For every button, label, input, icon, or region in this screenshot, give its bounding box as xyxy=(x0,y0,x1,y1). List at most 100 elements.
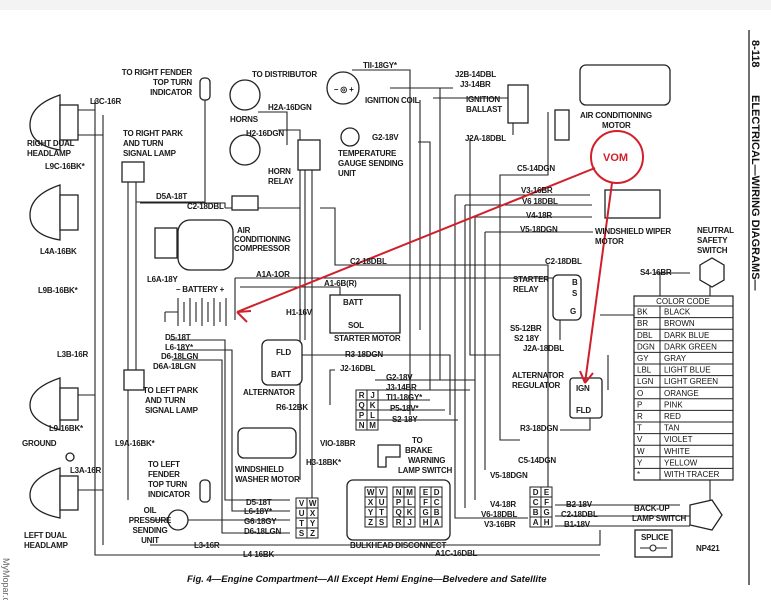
splice-legend-box xyxy=(634,529,673,558)
wire-label: V3-16BR xyxy=(484,520,516,529)
connector-pin-label: E xyxy=(423,488,429,497)
wire-label: L6-18Y* xyxy=(165,343,194,352)
wire-label: B2-18V xyxy=(566,500,593,509)
connector-pin-label: G xyxy=(422,508,428,517)
connector-pin-label: B xyxy=(434,508,440,517)
label-battery: – BATTERY + xyxy=(176,285,225,294)
label-backup-switch: BACK-UP xyxy=(634,504,670,513)
wire-label: V4-18R xyxy=(490,500,516,509)
wire-label: S2-18Y xyxy=(392,415,418,424)
wire-label: L9B-16BK* xyxy=(38,286,79,295)
color-code-name: TAN xyxy=(664,424,680,433)
color-code-name: DARK BLUE xyxy=(664,331,709,340)
connector-pin-label: Q xyxy=(395,508,401,517)
wire-label: L3-16R xyxy=(194,541,220,550)
color-code-abbrev: W xyxy=(637,447,645,456)
ignition-ballast xyxy=(507,84,529,124)
splice-symbol-icon xyxy=(640,544,667,552)
wire-label: G2-18V xyxy=(372,133,399,142)
color-code-abbrev: Y xyxy=(637,458,643,467)
coil-terminal-marks: – ◎ + xyxy=(334,85,354,94)
label-horn-relay: RELAY xyxy=(268,177,294,186)
connector-cavity xyxy=(366,419,379,431)
color-code-name: LIGHT GREEN xyxy=(664,377,718,386)
connector-pin-label: H xyxy=(423,518,429,527)
label-wiper-motor: WINDSHIELD WIPER xyxy=(595,227,671,236)
wire-label: A1C-16DBL xyxy=(435,549,478,558)
color-code-abbrev: BK xyxy=(637,308,648,317)
top-strip xyxy=(0,0,771,10)
label-ignition-ballast: IGNITION xyxy=(466,95,500,104)
rf-indicator-bulb xyxy=(199,77,211,101)
wire-labels: TII-18GY* J2B-14DBL J3-14BR H2A-16DGN H2… xyxy=(38,61,672,559)
connector-pin-label: R xyxy=(396,518,402,527)
wire-label: L4A-16BK xyxy=(40,247,77,256)
label-oil-sender: SENDING xyxy=(132,526,167,535)
horn-upper xyxy=(229,79,261,111)
compressor-pulley xyxy=(154,227,178,259)
connector-pin-label: Y xyxy=(368,508,374,517)
label-horn-relay: HORN xyxy=(268,167,291,176)
color-code-abbrev: DBL xyxy=(637,331,653,340)
oil-pressure-sender xyxy=(167,509,189,531)
starter-motor xyxy=(329,294,401,334)
wire-label: L3C-16R xyxy=(90,97,121,106)
right-headlamp-upper xyxy=(29,94,79,151)
label-rf-top-turn: TO RIGHT FENDER xyxy=(122,68,193,77)
color-code-abbrev: V xyxy=(637,435,643,444)
wire-label: VIO-18BR xyxy=(320,439,356,448)
connector-pin-label: K xyxy=(370,401,376,410)
connector-pin-label: M xyxy=(406,488,413,497)
label-left-park: SIGNAL LAMP xyxy=(145,406,199,415)
vom-meter-circle xyxy=(590,130,644,184)
brake-warning-switch xyxy=(377,444,401,468)
label-horns: HORNS xyxy=(230,115,259,124)
wire-label: D6-18LGN xyxy=(161,352,198,361)
compressor-clutch-connector xyxy=(231,195,259,211)
label-alternator: ALTERNATOR xyxy=(243,388,295,397)
label-brake-switch: WARNING xyxy=(408,456,445,465)
wire-label: C2-18DBL xyxy=(561,510,598,519)
wire-label: C2-18DBL xyxy=(350,257,387,266)
connector-pin-label: F xyxy=(423,498,428,507)
wire-label: V3-16BR xyxy=(521,186,553,195)
wire-label: L3B-16R xyxy=(57,350,88,359)
label-left-headlamp: LEFT DUAL xyxy=(24,531,67,540)
connector-pin-label: N xyxy=(359,421,365,430)
label-lf-top-turn: TOP TURN xyxy=(148,480,187,489)
connector-pin-label: U xyxy=(379,498,385,507)
alternator xyxy=(261,339,303,386)
label-ac-compressor: COMPRESSOR xyxy=(234,244,290,253)
connector-pin-label: J xyxy=(370,391,374,400)
label-right-park: AND TURN xyxy=(123,139,164,148)
wire-label: B1-18V xyxy=(564,520,591,529)
label-oil-sender: OIL xyxy=(144,506,157,515)
wire-label: H2-16DGN xyxy=(246,129,284,138)
starter-relay-terminal-b: B xyxy=(572,278,578,287)
wire-label: C5-14DGN xyxy=(518,456,556,465)
connector-cavity xyxy=(403,516,416,528)
connector-pin-label: Z xyxy=(310,529,315,538)
color-code-title: COLOR CODE xyxy=(656,297,710,306)
label-ignition-coil: IGNITION COIL xyxy=(365,96,420,105)
wire-label: L4-16BK xyxy=(243,550,274,559)
connector-pin-label: N xyxy=(396,488,402,497)
label-alt-fld: FLD xyxy=(276,348,291,357)
wire-label: C2-18DBL xyxy=(545,257,582,266)
label-oil-sender: UNIT xyxy=(141,536,159,545)
wire-label: J2B-14DBL xyxy=(455,70,496,79)
left-park-lamp-socket xyxy=(123,369,145,391)
connector-pin-label: P xyxy=(396,498,402,507)
left-headlamp-upper xyxy=(29,377,79,431)
label-reg-fld: FLD xyxy=(576,406,591,415)
wire-label: J3-14BR xyxy=(460,80,491,89)
label-right-park: SIGNAL LAMP xyxy=(123,149,177,158)
page-number: 8-118 xyxy=(749,40,761,68)
wire-label: G2-18V xyxy=(386,373,413,382)
wire-label: D6-18LGN xyxy=(244,527,281,536)
label-rf-top-turn: TOP TURN xyxy=(153,78,192,87)
